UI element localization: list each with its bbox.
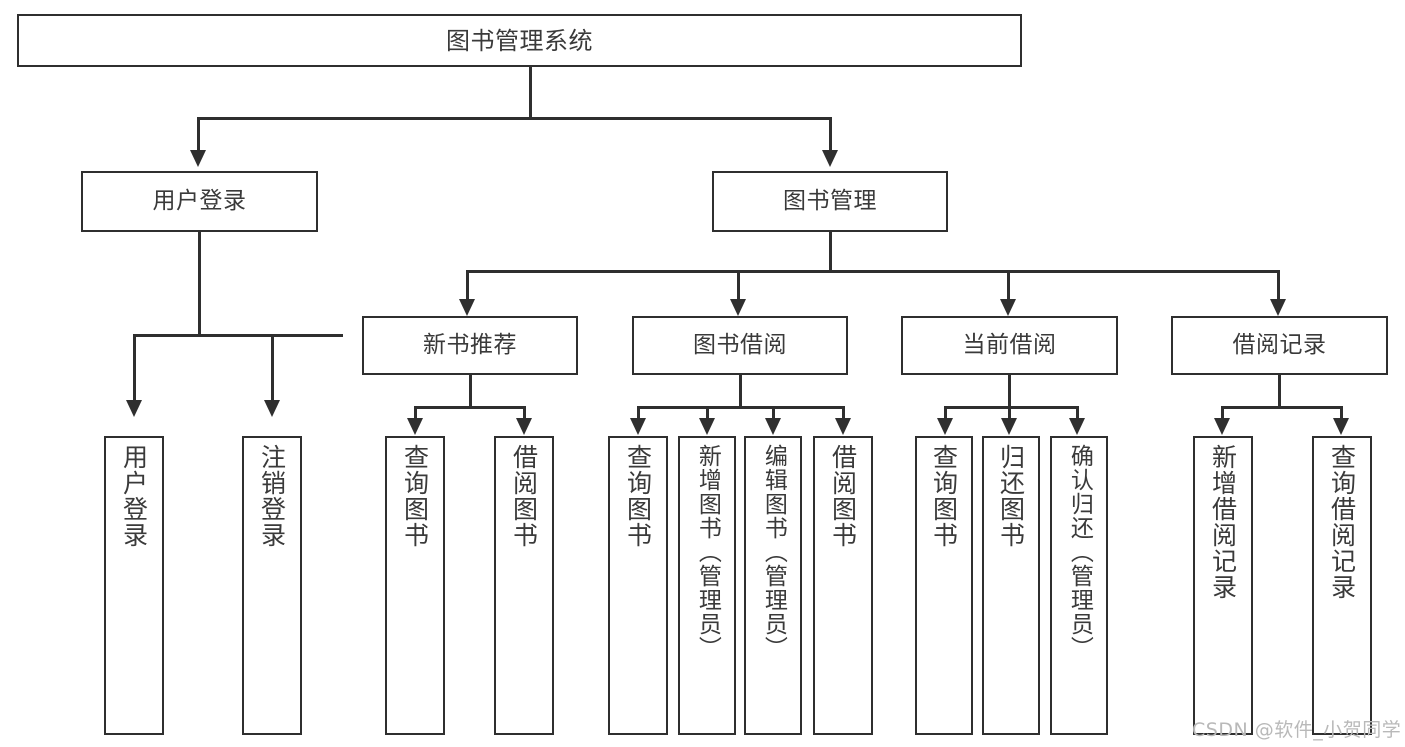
- leaf-query-book-current[interactable]: 查询图书: [915, 436, 973, 735]
- node-borrow-record[interactable]: 借阅记录: [1171, 316, 1388, 375]
- leaf-borrow-book-recommend[interactable]: 借阅图书: [494, 436, 554, 735]
- node-label: 用户登录: [152, 188, 247, 214]
- arrow-to-book-borrow: [730, 299, 746, 316]
- node-current-borrow[interactable]: 当前借阅: [901, 316, 1118, 375]
- arrow-to-cb-leaf-2: [1001, 418, 1017, 435]
- connector-drop-bb-leaf-2: [706, 406, 709, 420]
- leaf-add-book-admin[interactable]: 新增图书（管理员）: [678, 436, 736, 735]
- connector-drop-cb-leaf-2: [1008, 406, 1011, 420]
- arrow-to-bb-leaf-4: [835, 418, 851, 435]
- node-book-borrow[interactable]: 图书借阅: [632, 316, 848, 375]
- connector-user-login-stem: [198, 232, 201, 336]
- arrow-to-book-manage: [822, 150, 838, 167]
- leaf-query-book-borrow[interactable]: 查询图书: [608, 436, 668, 735]
- node-new-book-recommend[interactable]: 新书推荐: [362, 316, 578, 375]
- leaf-user-login[interactable]: 用户登录: [104, 436, 164, 735]
- arrow-to-bb-leaf-2: [699, 418, 715, 435]
- node-label: 新增借阅记录: [1208, 444, 1238, 600]
- connector-drop-current-borrow: [1007, 270, 1010, 302]
- connector-drop-bb-leaf-1: [637, 406, 640, 420]
- connector-drop-bb-leaf-4: [842, 406, 845, 420]
- connector-drop-book-manage: [829, 117, 832, 152]
- connector-drop-leaf-user-login: [133, 334, 136, 402]
- node-label: 新增图书（管理员）: [694, 444, 721, 660]
- node-book-manage[interactable]: 图书管理: [712, 171, 948, 232]
- leaf-query-borrow-record[interactable]: 查询借阅记录: [1312, 436, 1372, 735]
- node-root-system[interactable]: 图书管理系统: [17, 14, 1022, 67]
- arrow-to-br-leaf-2: [1333, 418, 1349, 435]
- connector-drop-bb-leaf-3: [772, 406, 775, 420]
- leaf-confirm-return-admin[interactable]: 确认归还（管理员）: [1050, 436, 1108, 735]
- connector-current-borrow-stem: [1008, 375, 1011, 408]
- node-label: 编辑图书（管理员）: [760, 444, 787, 660]
- arrow-to-br-leaf-1: [1214, 418, 1230, 435]
- arrow-to-borrow-record: [1270, 299, 1286, 316]
- connector-drop-book-borrow: [737, 270, 740, 302]
- node-label: 查询图书: [623, 444, 653, 548]
- leaf-add-borrow-record[interactable]: 新增借阅记录: [1193, 436, 1253, 735]
- connector-level2-bar: [197, 117, 832, 120]
- leaf-edit-book-admin[interactable]: 编辑图书（管理员）: [744, 436, 802, 735]
- connector-book-manage-stem: [829, 232, 832, 272]
- connector-book-borrow-bar: [637, 406, 845, 409]
- node-label: 图书管理系统: [446, 26, 593, 55]
- arrow-to-user-login: [190, 150, 206, 167]
- arrow-to-nb-leaf-2: [516, 418, 532, 435]
- connector-drop-cb-leaf-3: [1076, 406, 1079, 420]
- leaf-return-book[interactable]: 归还图书: [982, 436, 1040, 735]
- watermark: CSDN @软件_小贺同学: [1192, 719, 1402, 741]
- node-user-login[interactable]: 用户登录: [81, 171, 318, 232]
- connector-drop-cb-leaf-1: [944, 406, 947, 420]
- arrow-to-current-borrow: [1000, 299, 1016, 316]
- connector-root-stem: [529, 67, 532, 119]
- node-label: 当前借阅: [962, 332, 1057, 358]
- connector-drop-nb-leaf-1: [414, 406, 417, 420]
- connector-drop-borrow-record: [1277, 270, 1280, 302]
- connector-drop-leaf-logout: [271, 334, 274, 402]
- node-label: 图书借阅: [693, 332, 787, 358]
- leaf-borrow-book[interactable]: 借阅图书: [813, 436, 873, 735]
- node-label: 图书管理: [783, 188, 877, 214]
- node-label: 借阅图书: [828, 444, 858, 548]
- leaf-logout[interactable]: 注销登录: [242, 436, 302, 735]
- connector-borrow-record-bar: [1221, 406, 1343, 409]
- node-label: 用户登录: [119, 444, 149, 548]
- connector-new-book-stem: [469, 375, 472, 408]
- node-label: 注销登录: [257, 444, 287, 548]
- node-label: 查询借阅记录: [1327, 444, 1357, 600]
- connector-drop-br-leaf-1: [1221, 406, 1224, 420]
- leaf-query-book-recommend[interactable]: 查询图书: [385, 436, 445, 735]
- connector-drop-user-login: [197, 117, 200, 152]
- arrow-to-new-book: [459, 299, 475, 316]
- connector-level3-bar: [466, 270, 1280, 273]
- node-label: 归还图书: [996, 444, 1026, 548]
- node-label: 借阅记录: [1232, 332, 1327, 358]
- arrow-to-leaf-logout: [264, 400, 280, 417]
- node-label: 查询图书: [400, 444, 430, 548]
- node-label: 借阅图书: [509, 444, 539, 548]
- connector-book-borrow-stem: [739, 375, 742, 408]
- connector-drop-nb-leaf-2: [523, 406, 526, 420]
- arrow-to-bb-leaf-3: [765, 418, 781, 435]
- connector-drop-new-book: [466, 270, 469, 302]
- connector-borrow-record-stem: [1278, 375, 1281, 408]
- node-label: 确认归还（管理员）: [1066, 444, 1093, 660]
- node-label: 新书推荐: [423, 332, 517, 358]
- arrow-to-cb-leaf-1: [937, 418, 953, 435]
- arrow-to-bb-leaf-1: [630, 418, 646, 435]
- connector-current-borrow-bar: [944, 406, 1079, 409]
- connector-user-login-bar: [133, 334, 343, 337]
- arrow-to-nb-leaf-1: [407, 418, 423, 435]
- arrow-to-cb-leaf-3: [1069, 418, 1085, 435]
- node-label: 查询图书: [929, 444, 959, 548]
- connector-drop-br-leaf-2: [1340, 406, 1343, 420]
- arrow-to-leaf-user-login: [126, 400, 142, 417]
- connector-new-book-bar: [414, 406, 526, 409]
